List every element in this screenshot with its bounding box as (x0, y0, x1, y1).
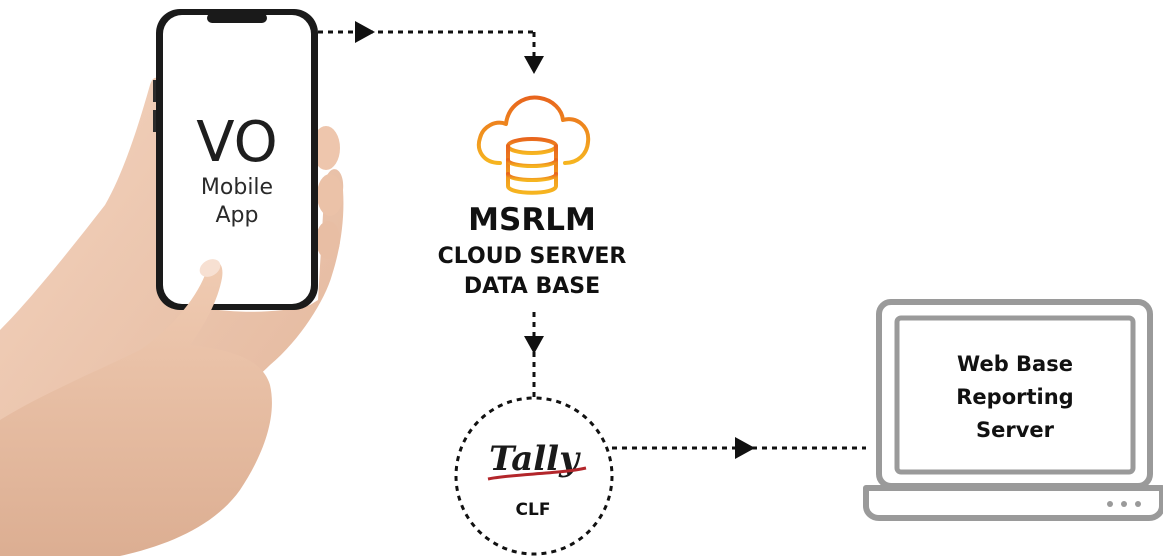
phone-notch (207, 13, 267, 23)
pointing-hand-illustration (0, 262, 272, 556)
phone-app-subtitle-line2: App (216, 203, 259, 228)
connector-lines (318, 21, 866, 459)
tally-label: CLF (516, 500, 551, 520)
laptop-illustration: Web Base Reporting Server (863, 299, 1163, 521)
cloud-title: MSRLM (468, 202, 596, 238)
cloud-line1: CLOUD SERVER (438, 244, 627, 269)
laptop-line2: Reporting (956, 385, 1073, 409)
laptop-base (863, 485, 1163, 521)
phone-app-title: VO (196, 110, 277, 175)
laptop-screen (894, 315, 1136, 475)
arrowhead-right-icon (355, 21, 375, 43)
laptop-line3: Server (976, 418, 1055, 442)
arrowhead-right-icon-2 (735, 437, 755, 459)
arrowhead-down-icon (524, 56, 544, 74)
cloud-server-node: MSRLM CLOUD SERVER DATA BASE (438, 95, 627, 299)
cloud-line2: DATA BASE (464, 274, 600, 299)
tally-clf-node: Tally CLF (454, 396, 614, 556)
mobile-app-illustration: VO Mobile App (0, 9, 344, 556)
tally-dashed-circle (454, 396, 614, 556)
laptop-line1: Web Base (957, 352, 1073, 376)
tally-logo-underline (487, 466, 587, 481)
phone-screen (163, 15, 311, 304)
arrowhead-down-icon-2 (524, 336, 544, 354)
cloud-database-icon (477, 95, 591, 195)
phone-app-subtitle-line1: Mobile (201, 175, 273, 200)
